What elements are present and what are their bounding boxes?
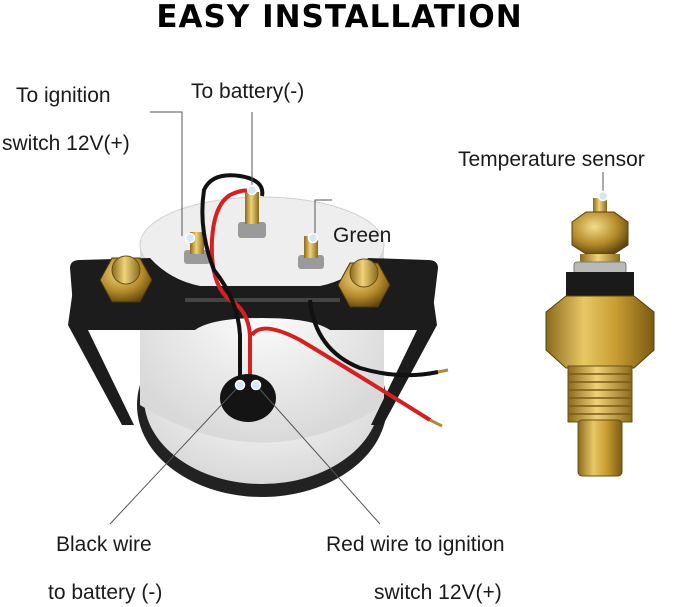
label-ignition-switch: switch 12V(+) — [2, 132, 130, 155]
label-temperature-sensor: Temperature sensor — [458, 148, 645, 171]
label-to-ignition: To ignition — [16, 84, 111, 107]
bracket-nut-right — [337, 258, 391, 308]
label-to-battery-negative: To battery(-) — [191, 80, 305, 103]
leader-lines — [109, 111, 604, 525]
bracket-nut-left — [99, 255, 153, 303]
terminal-battery — [238, 192, 266, 238]
label-green: Green — [333, 224, 392, 247]
label-black-wire-battery: to battery (-) — [48, 581, 163, 604]
temperature-sensor — [545, 198, 655, 477]
marker-dots — [184, 184, 609, 391]
wire-grommet — [220, 374, 276, 422]
wires — [200, 173, 449, 428]
page-title: EASY INSTALLATION — [156, 0, 523, 35]
label-red-wire-switch: switch 12V(+) — [374, 581, 502, 604]
mounting-bracket — [68, 258, 438, 425]
label-red-wire: Red wire to ignition — [326, 533, 505, 556]
label-black-wire: Black wire — [56, 533, 152, 556]
